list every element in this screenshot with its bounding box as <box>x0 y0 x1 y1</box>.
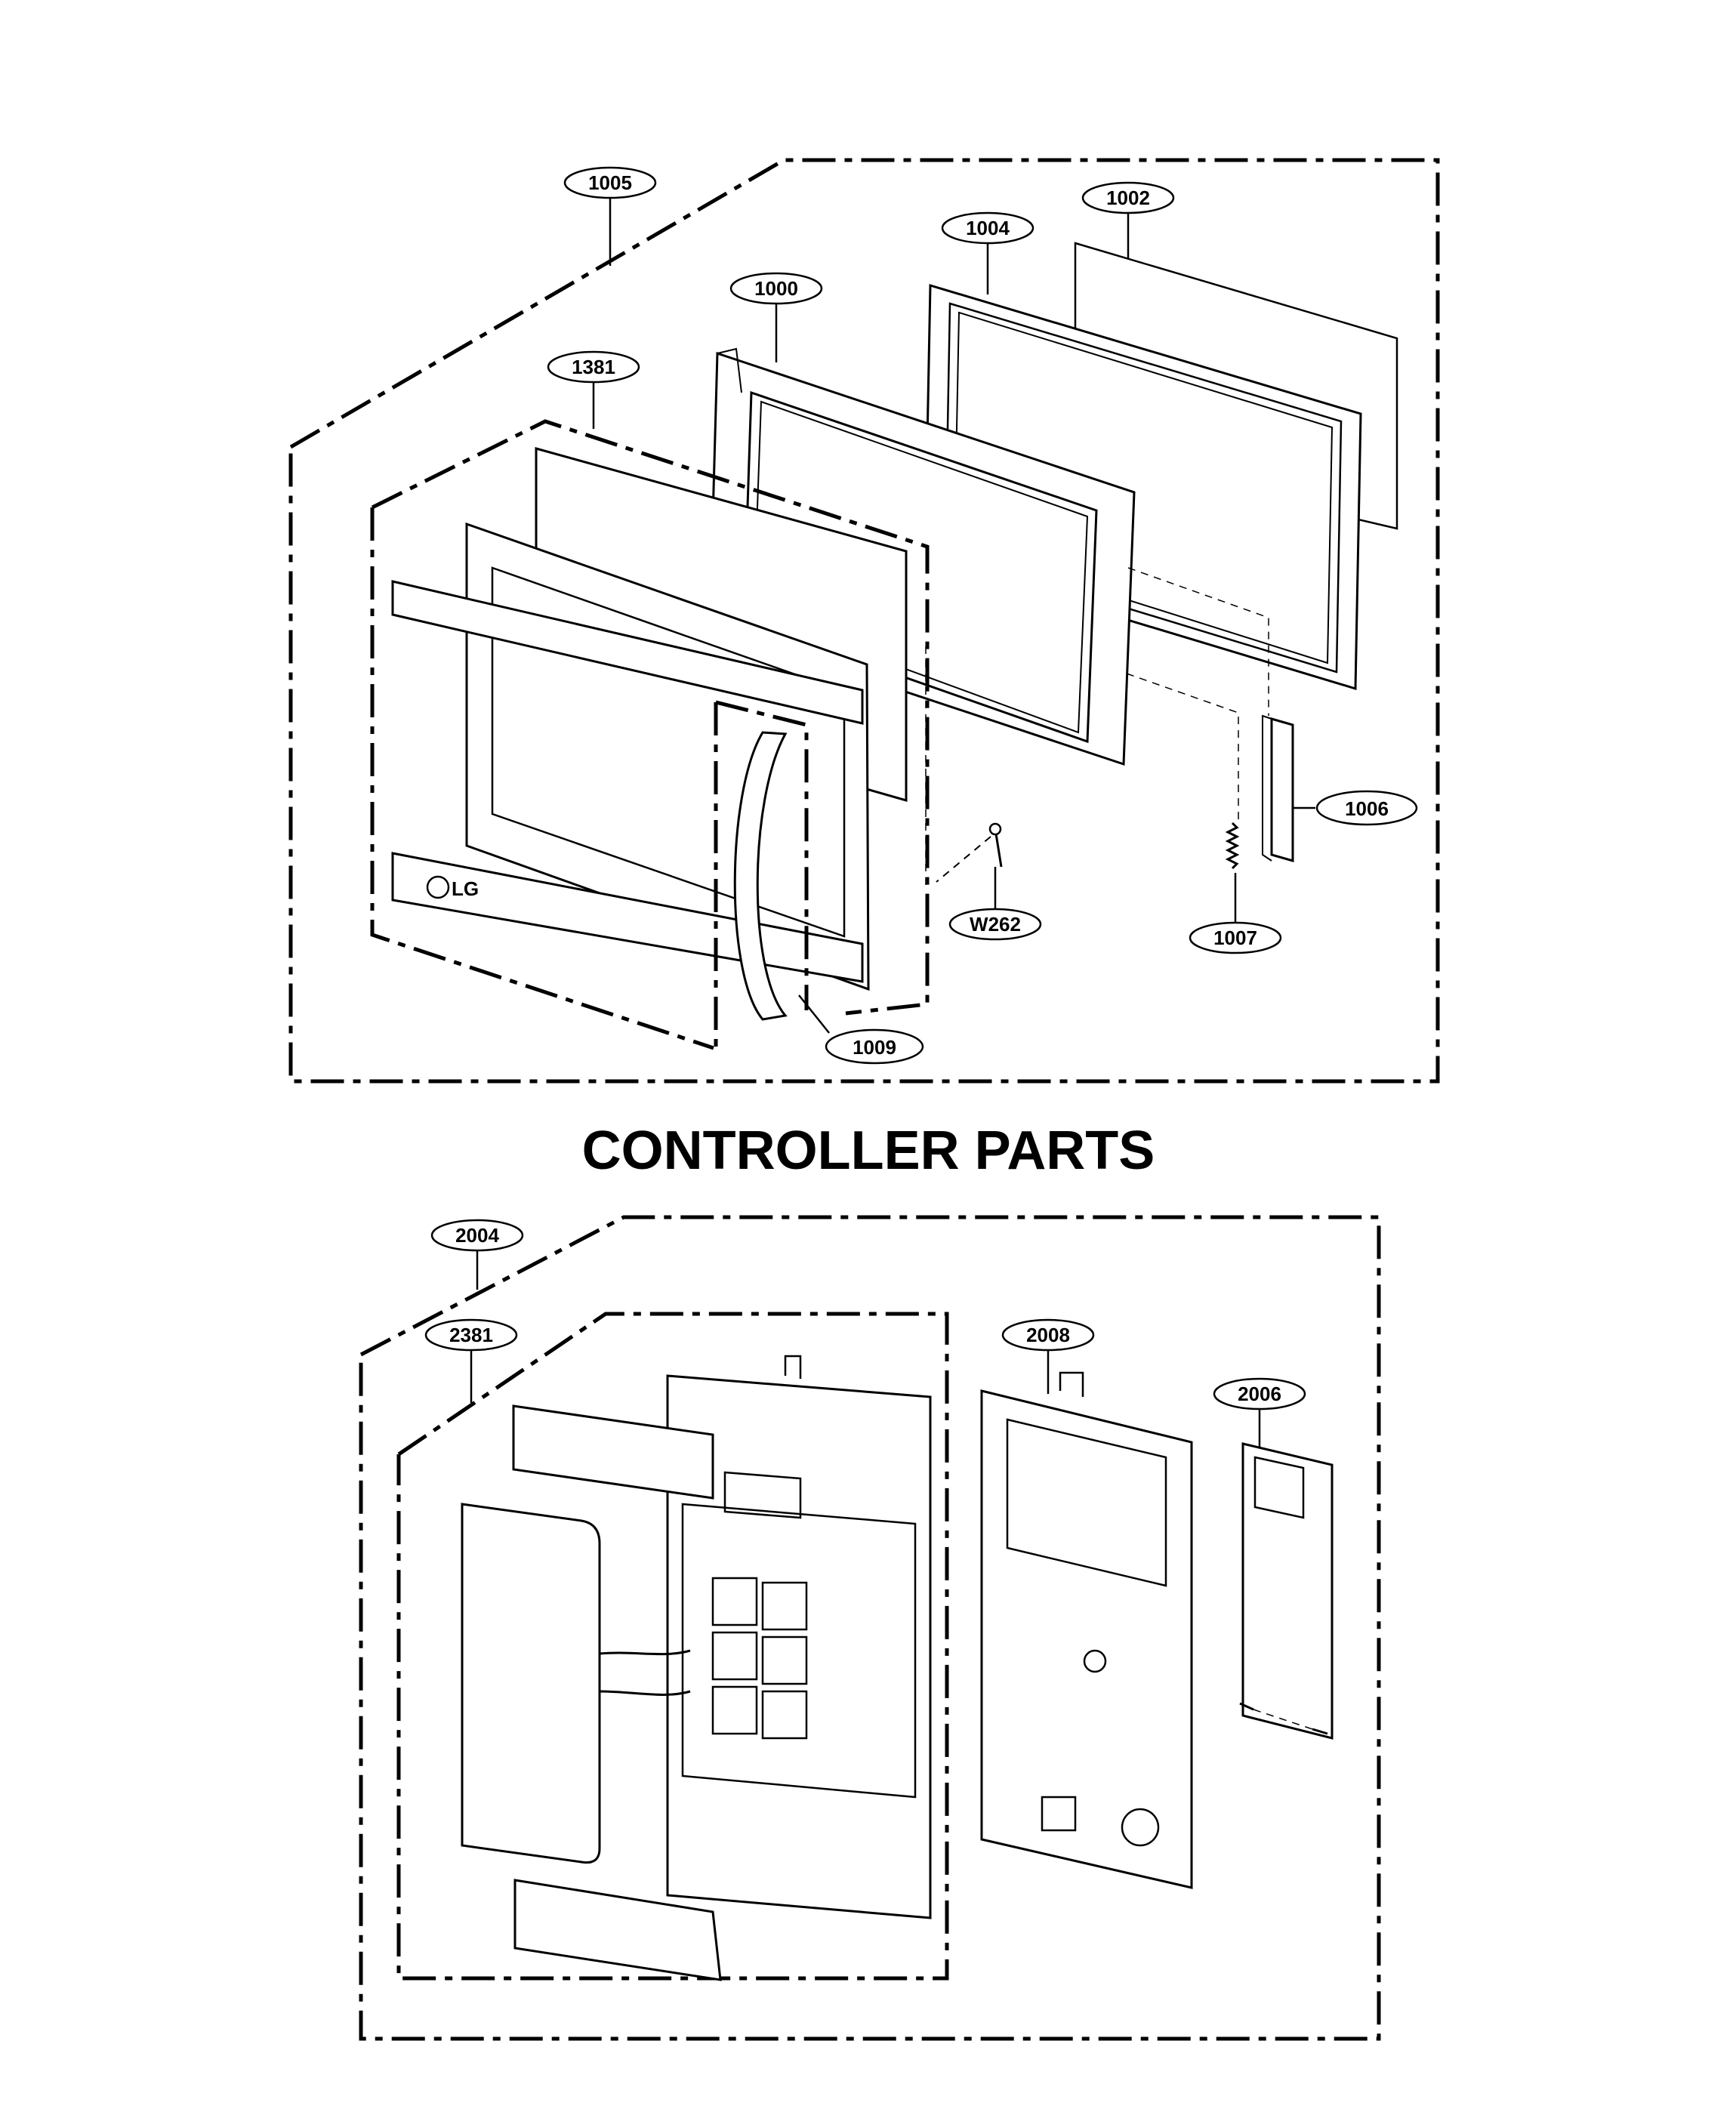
control-bottom-strip <box>513 1879 722 1981</box>
part-w262-screw <box>936 822 1003 883</box>
callout-1007: 1007 <box>1189 873 1282 954</box>
callout-2006-label: 2006 <box>1238 1383 1281 1405</box>
membrane-switch-panel <box>461 1503 691 1864</box>
lg-logo-text: LG <box>452 877 479 900</box>
callout-1006-label: 1006 <box>1345 797 1389 820</box>
part-2008-bracket <box>980 1371 1193 1889</box>
callout-1002-label: 1002 <box>1106 187 1150 209</box>
callout-1007-label: 1007 <box>1213 926 1257 949</box>
callout-1002: 1002 <box>1081 181 1175 258</box>
callout-1005: 1005 <box>563 166 657 266</box>
keypad-grid <box>711 1577 808 1740</box>
callout-2381: 2381 <box>424 1318 518 1403</box>
assembly-2381-boundary <box>396 1312 949 1981</box>
control-top-strip <box>512 1404 714 1500</box>
part-1007-spring <box>1225 822 1240 870</box>
lg-logo: LG <box>426 875 479 900</box>
part-1009-handle <box>714 700 809 1048</box>
callout-2008: 2008 <box>1001 1318 1095 1394</box>
callout-1004: 1004 <box>941 211 1035 294</box>
control-panel-housing <box>666 1355 932 1919</box>
controller-parts-title: CONTROLLER PARTS <box>582 1121 1155 1181</box>
assembly-1381-boundary <box>371 419 930 1016</box>
callout-2006: 2006 <box>1213 1377 1306 1448</box>
part-2006-pcb <box>1239 1442 1334 1740</box>
door-parts-section: LG 1005 <box>288 158 1440 1084</box>
controller-parts-section: 2004 2381 2008 2006 <box>359 1215 1381 2041</box>
callout-2008-label: 2008 <box>1026 1324 1070 1346</box>
part-1006-latch <box>1262 714 1294 862</box>
callout-2004-label: 2004 <box>455 1224 499 1247</box>
callout-1005-label: 1005 <box>588 171 632 194</box>
callout-1000-label: 1000 <box>754 277 798 300</box>
callout-1004-label: 1004 <box>966 217 1010 239</box>
callout-1381: 1381 <box>547 350 640 429</box>
callout-1009-label: 1009 <box>853 1036 896 1059</box>
callout-1000: 1000 <box>729 272 823 362</box>
callout-2381-label: 2381 <box>449 1324 493 1346</box>
callout-1381-label: 1381 <box>572 356 615 378</box>
callout-2004: 2004 <box>430 1219 524 1290</box>
assembly-2004-boundary <box>359 1215 1381 2041</box>
callout-w262-label: W262 <box>970 913 1021 936</box>
callout-1009: 1009 <box>798 994 924 1065</box>
callout-w262: W262 <box>948 867 1042 941</box>
assembly-1005-boundary <box>288 158 1440 1084</box>
callout-1006: 1006 <box>1293 790 1418 826</box>
